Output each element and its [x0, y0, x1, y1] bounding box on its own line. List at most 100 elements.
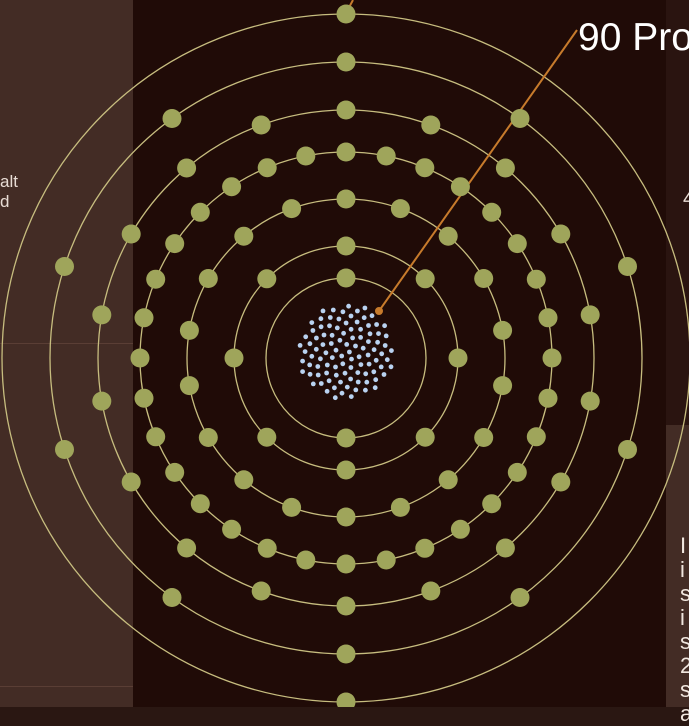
nucleon	[381, 372, 387, 377]
electron	[222, 519, 242, 539]
nucleon	[348, 394, 354, 399]
electron	[618, 257, 637, 276]
electron	[336, 236, 356, 256]
nucleon	[323, 350, 329, 356]
nucleon	[327, 315, 333, 320]
nucleon	[374, 322, 379, 327]
electron	[234, 226, 254, 246]
electron	[526, 269, 546, 289]
electron	[538, 308, 558, 328]
electron	[222, 177, 242, 197]
electron	[415, 269, 435, 289]
nucleus	[297, 303, 394, 401]
electron	[282, 497, 302, 517]
electron	[336, 142, 356, 162]
electron	[251, 115, 271, 135]
nucleon	[366, 361, 372, 367]
electron	[177, 158, 197, 178]
nucleon	[313, 346, 319, 352]
electron	[130, 348, 150, 368]
electron	[336, 189, 356, 209]
electron	[415, 158, 435, 178]
nucleon	[300, 369, 305, 374]
electron	[482, 202, 502, 222]
electron	[507, 462, 527, 482]
nucleon	[340, 309, 346, 315]
electron	[580, 305, 600, 325]
electron	[55, 440, 74, 459]
nucleon	[333, 372, 339, 378]
proton-leader-line	[378, 29, 578, 312]
nucleon	[361, 315, 367, 321]
electron	[510, 588, 530, 607]
bohr-atom-diagram	[1, 0, 689, 707]
nucleon	[338, 379, 343, 385]
nucleon	[309, 353, 315, 359]
electron	[415, 538, 435, 558]
electron	[450, 519, 470, 539]
nucleon	[333, 364, 338, 370]
electron	[474, 428, 494, 447]
electron	[179, 320, 199, 340]
nucleon	[358, 326, 363, 332]
electron	[177, 538, 197, 558]
nucleon	[333, 347, 339, 353]
electron	[495, 158, 515, 178]
nucleon	[320, 308, 326, 314]
nucleon	[382, 323, 387, 329]
nucleon	[310, 381, 316, 387]
nucleon	[367, 331, 373, 337]
nucleon	[348, 326, 354, 332]
electron	[336, 596, 356, 616]
electron	[179, 376, 199, 396]
electron	[92, 305, 112, 325]
nucleon	[369, 313, 375, 319]
nucleon	[371, 369, 377, 375]
electron	[336, 460, 356, 480]
electron	[336, 692, 356, 707]
electron	[580, 391, 600, 411]
electron	[438, 226, 458, 246]
nucleon	[373, 377, 379, 383]
nucleon	[318, 356, 323, 362]
nucleon	[332, 395, 338, 401]
nucleon	[307, 362, 313, 368]
nucleon	[315, 364, 321, 369]
proton-count-label: 90 Pro	[578, 16, 689, 59]
nucleon	[389, 348, 394, 353]
nucleon	[328, 341, 334, 346]
electron	[438, 470, 458, 490]
nucleon	[353, 387, 359, 393]
nucleon	[297, 343, 303, 348]
electron	[234, 470, 254, 490]
electron	[146, 269, 166, 289]
electron	[421, 581, 441, 601]
nucleon	[329, 355, 335, 360]
left-text-line: d	[0, 192, 10, 211]
nucleon	[300, 358, 305, 364]
nucleon	[302, 349, 308, 354]
proton-leader-dot	[375, 307, 383, 315]
electron	[336, 554, 356, 574]
electron	[495, 538, 515, 558]
nucleon	[363, 371, 369, 377]
electron	[336, 644, 356, 664]
right-text-line: is	[680, 557, 689, 606]
left-divider	[0, 686, 133, 687]
electron	[376, 550, 396, 570]
electron	[55, 257, 74, 276]
electron	[450, 177, 470, 197]
electron	[190, 494, 210, 514]
electron	[121, 224, 141, 244]
left-text-line: alt	[0, 172, 18, 191]
right-text-line: s	[680, 677, 689, 702]
electron	[376, 146, 396, 166]
nucleon	[363, 387, 368, 393]
nucleon	[379, 351, 385, 357]
nucleon	[364, 379, 370, 385]
electron-shell-5	[97, 109, 595, 607]
nucleon	[324, 370, 329, 376]
nucleon	[343, 320, 349, 326]
electron	[198, 428, 218, 447]
nucleon	[315, 372, 321, 378]
